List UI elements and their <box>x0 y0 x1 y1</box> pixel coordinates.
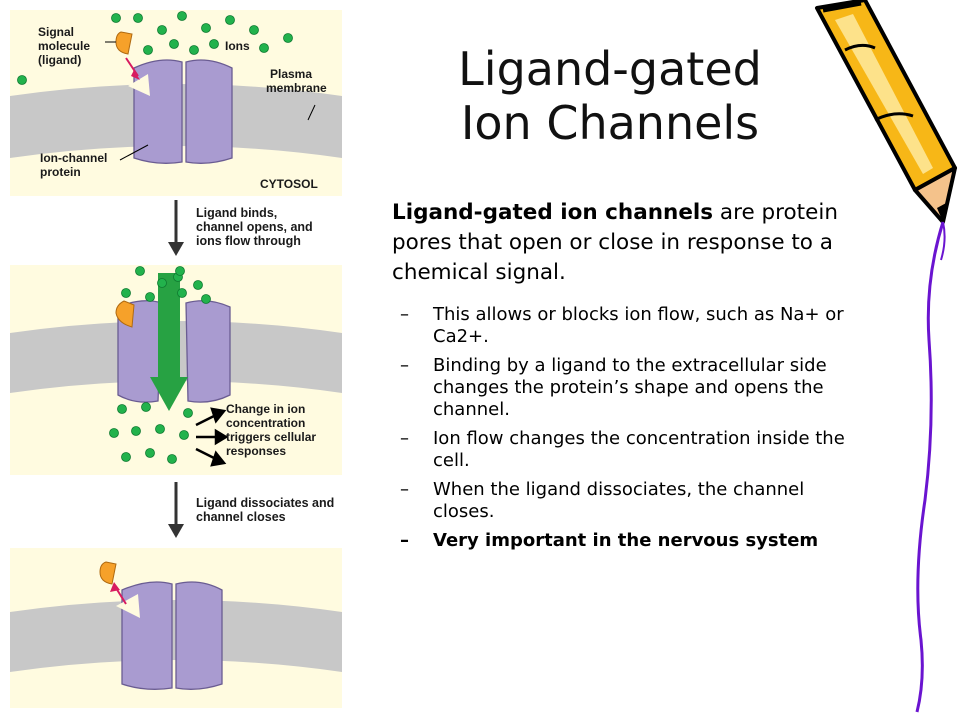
ion-dots <box>17 11 293 85</box>
step1-line3: ions flow through <box>196 234 301 248</box>
plasma-label-2: membrane <box>266 81 327 95</box>
panel-closed-channel: Signal molecule (ligand) Ions Plasma mem… <box>10 10 342 196</box>
panel-open-channel: Change in ion concentration triggers cel… <box>10 265 342 475</box>
change-label-1: Change in ion <box>226 402 305 416</box>
ligand-shape <box>115 31 133 55</box>
binding-site-3 <box>116 594 140 618</box>
signal-label-3: (ligand) <box>38 53 81 67</box>
bullet-list: – This allows or blocks ion flow, such as… <box>400 304 860 559</box>
panel-open-channel-art: Change in ion concentration triggers cel… <box>10 266 342 467</box>
bullet-text: This allows or blocks ion flow, such as … <box>433 304 844 347</box>
panel-reclosed-channel <box>10 548 342 708</box>
panel-closed-channel-art: Signal molecule (ligand) Ions Plasma mem… <box>10 11 342 191</box>
channel-protein-right-3 <box>175 581 223 690</box>
ion-flow-arrow-head <box>150 377 188 411</box>
bullet-text: When the ligand dissociates, the channel… <box>433 479 805 522</box>
channel-protein-right <box>185 59 233 164</box>
binding-arrow-head <box>131 70 140 80</box>
intro-bold: Ligand-gated ion channels <box>392 200 714 225</box>
intro-paragraph: Ligand-gated ion channels are protein po… <box>392 198 882 288</box>
bullet-item: – Binding by a ligand to the extracellula… <box>400 355 860 421</box>
binding-site <box>128 74 150 96</box>
bullet-item-emphasis: – Very important in the nervous system <box>400 530 860 552</box>
cytosol-label: CYTOSOL <box>260 177 318 191</box>
bullet-dash: – <box>400 530 409 551</box>
channel-protein-left-3 <box>121 581 173 690</box>
panel-reclosed-channel-art <box>10 561 342 690</box>
step-arrow-2 <box>168 482 184 538</box>
title-line-2: Ion Channels <box>460 96 760 150</box>
step1-line1: Ligand binds, <box>196 206 278 220</box>
slide-title: Ligand-gated Ion Channels <box>400 42 820 150</box>
pencil-icon <box>815 0 957 224</box>
bullet-dash: – <box>400 479 409 500</box>
ligand-bound <box>115 300 135 328</box>
signal-label-1: Signal <box>38 25 74 39</box>
step2-line2: channel closes <box>196 510 286 524</box>
bullet-dash: – <box>400 304 409 325</box>
change-label-3: triggers cellular <box>226 430 316 444</box>
bullet-text: Ion flow changes the concentration insid… <box>433 428 845 471</box>
signal-label-2: molecule <box>38 39 90 53</box>
bullet-dash: – <box>400 355 409 376</box>
membrane-leader <box>307 104 316 121</box>
bullet-text: Binding by a ligand to the extracellular… <box>433 355 827 420</box>
intro-rest: are protein pores that open or close in … <box>392 200 838 285</box>
step-arrow-1 <box>168 200 184 256</box>
ion-flow-arrow <box>158 273 180 381</box>
step-label-1: Ligand binds, channel opens, and ions fl… <box>196 206 313 248</box>
bullet-item: – This allows or blocks ion flow, such as… <box>400 304 860 348</box>
change-label-4: responses <box>226 444 286 458</box>
binding-arrow <box>125 57 139 77</box>
ions-label: Ions <box>225 39 250 53</box>
bullet-item: – Ion flow changes the concentration insi… <box>400 428 860 472</box>
bullet-dash: – <box>400 428 409 449</box>
step-label-2: Ligand dissociates and channel closes <box>196 496 334 524</box>
plasma-label-1: Plasma <box>270 67 312 81</box>
bullet-text: Very important in the nervous system <box>433 530 819 551</box>
step2-line1: Ligand dissociates and <box>196 496 335 510</box>
title-line-1: Ligand-gated <box>458 42 762 96</box>
protein-label-2: protein <box>40 165 81 179</box>
ligand-released <box>99 561 117 585</box>
ion-dots-2 <box>109 266 211 464</box>
release-arrow-head <box>110 582 120 592</box>
channel-protein-right-2 <box>185 300 231 403</box>
decorative-accent-line <box>915 221 946 713</box>
release-arrow <box>115 587 127 605</box>
channel-protein-left <box>133 59 183 164</box>
bullet-item: – When the ligand dissociates, the channe… <box>400 479 860 523</box>
step1-line2: channel opens, and <box>196 220 313 234</box>
protein-leader <box>119 144 149 161</box>
change-label-2: concentration <box>226 416 305 430</box>
response-arrows <box>195 407 229 467</box>
protein-label-1: Ion-channel <box>40 151 107 165</box>
